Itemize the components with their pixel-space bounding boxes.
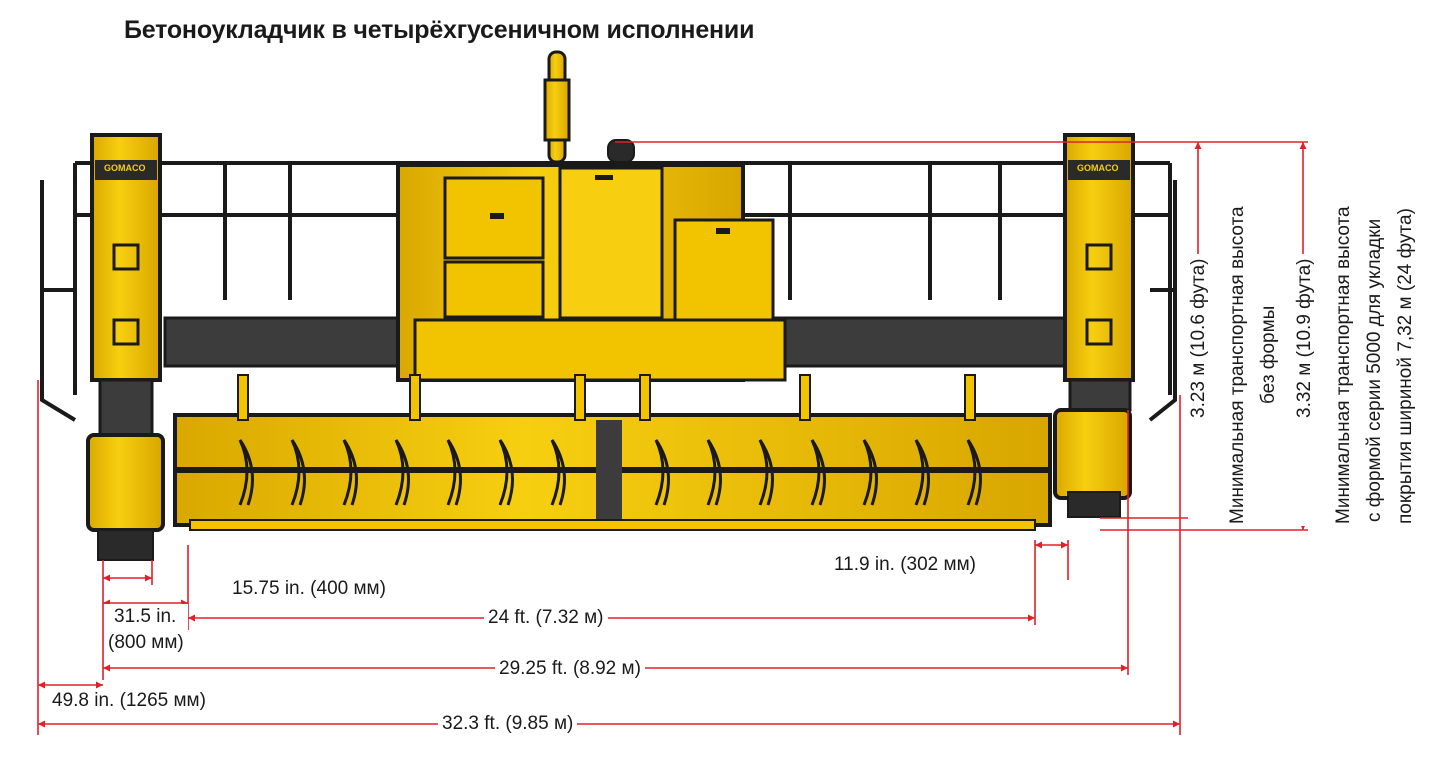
auger-flight [238, 439, 254, 506]
exhaust-stack [543, 50, 571, 164]
mold-base [189, 519, 1036, 531]
track-width-arrow-end [145, 574, 152, 582]
height-without-mold-caption: Минимальная транспортная высота без форм… [1222, 202, 1284, 528]
height-without-mold-arrow-top [1194, 142, 1202, 149]
auger-flight [446, 439, 462, 506]
auger-flight [550, 439, 566, 506]
right-track [1053, 408, 1132, 518]
track-offset-label: 31.5 in. (800 мм) [104, 604, 188, 656]
auger-flights [238, 439, 982, 506]
paving-width-label: 24 ft. (7.32 м) [484, 607, 608, 629]
right-leg-column [1063, 133, 1135, 412]
height-without-mold-line1: Минимальная транспортная высота [1222, 202, 1253, 528]
height-with-mold-line1: Минимальная транспортная высота [1328, 202, 1359, 528]
side-offset-arrow-end [96, 681, 103, 689]
auger-flight [758, 439, 774, 506]
track-offset-line1: 31.5 in. [114, 606, 177, 627]
height-without-mold-line2: без формы [1253, 202, 1284, 528]
diagram-title: Бетоноукладчик в четырёхгусеничном испол… [124, 16, 755, 44]
paving-width-arrow-end [1028, 614, 1035, 622]
height-with-mold-line2: с формой серии 5000 для укладки [1359, 202, 1390, 528]
overhang-arrow-end [1061, 541, 1068, 549]
auger-flight [966, 439, 982, 506]
engine-housing [396, 163, 787, 382]
overhang-arrow-start [1035, 541, 1042, 549]
auger-spreader [173, 413, 1052, 527]
side-offset-arrow-start [38, 681, 45, 689]
track-width-arrow-start [103, 574, 110, 582]
height-without-mold-label: 3.23 м (10.6 фута) [1188, 254, 1210, 526]
side-offset-label: 49.8 in. (1265 мм) [48, 690, 210, 712]
auger-flight [810, 439, 826, 506]
height-with-mold-caption: Минимальная транспортная высота с формой… [1328, 202, 1421, 528]
height-with-mold-line3: покрытия шириной 7,32 м (24 фута) [1390, 202, 1421, 528]
auger-flight [394, 439, 410, 506]
auger-flight [342, 439, 358, 506]
hydraulic-posts [237, 374, 976, 421]
overall-width-label: 32.3 ft. (9.85 м) [438, 713, 578, 735]
air-cleaner [607, 139, 635, 163]
auger-flight [290, 439, 306, 506]
height-with-mold-value: 3.32 м (10.9 фута) [1294, 254, 1316, 526]
auger-flight [498, 439, 514, 506]
overall-width-arrow-start [38, 720, 45, 728]
track-width-label: 15.75 in. (400 мм) [228, 578, 390, 600]
track-centers-arrow-start [103, 664, 110, 672]
auger-flight [862, 439, 878, 506]
auger-flight [914, 439, 930, 506]
track-offset-line2: (800 мм) [108, 632, 184, 653]
track-centers-arrow-end [1121, 664, 1128, 672]
brand-label-left: GOMACO [104, 163, 146, 173]
brand-label-right: GOMACO [1077, 163, 1119, 173]
track-centers-label: 29.25 ft. (8.92 м) [495, 658, 645, 680]
height-with-mold-arrow-top [1299, 142, 1307, 149]
left-track [86, 433, 165, 561]
height-without-mold-value: 3.23 м (10.6 фута) [1188, 254, 1210, 526]
left-leg-column [90, 133, 162, 437]
height-with-mold-label: 3.32 м (10.9 фута) [1294, 254, 1316, 526]
overall-width-arrow-end [1173, 720, 1180, 728]
paving-width-arrow-start [188, 614, 195, 622]
auger-flight [706, 439, 722, 506]
overhang-label: 11.9 in. (302 мм) [830, 554, 980, 576]
auger-flight [654, 439, 670, 506]
